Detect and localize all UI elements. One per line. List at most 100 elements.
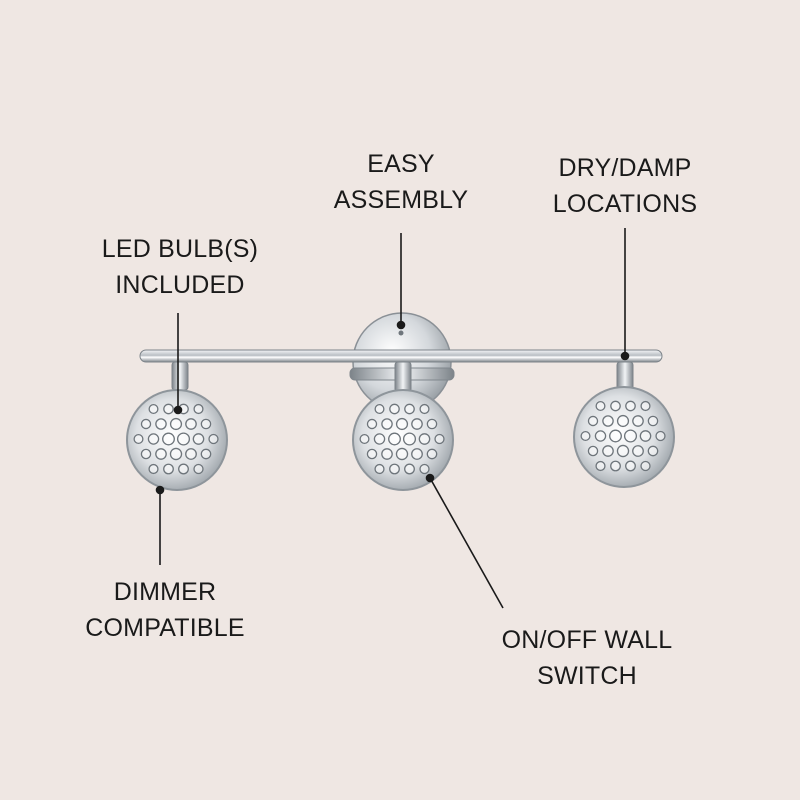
chrome-bar [139, 349, 663, 363]
crystal-ring [602, 445, 614, 457]
crystal-ring [610, 400, 621, 412]
crystal-ring [147, 433, 160, 445]
crystal-ring [155, 418, 167, 430]
crystal-ring [616, 444, 630, 458]
dot-on-off [425, 473, 435, 483]
callout-easy-assembly: EASY ASSEMBLY [334, 146, 469, 218]
crystal-ring [623, 429, 638, 443]
dot-led-bulbs [173, 405, 183, 415]
dot-easy-assembly [396, 320, 406, 330]
crystal-globe-right [573, 386, 675, 488]
crystal-ring [133, 433, 144, 445]
crystal-ring [192, 433, 205, 445]
crystal-ring [140, 448, 152, 460]
neck-right [616, 361, 634, 391]
crystal-ring [155, 448, 167, 460]
crystal-ring [366, 448, 378, 460]
crystal-ring [169, 447, 183, 461]
crystal-ring [185, 418, 197, 430]
crystal-ring [359, 433, 370, 445]
crystal-ring [587, 415, 599, 427]
crystal-ring [163, 403, 174, 415]
neck-center [394, 361, 412, 393]
crystal-ring [395, 447, 409, 461]
crystal-ring [587, 445, 599, 457]
crystal-ring [632, 445, 644, 457]
crystal-ring [580, 430, 591, 442]
crystal-ring [595, 400, 606, 412]
callout-dry-damp: DRY/DAMP LOCATIONS [553, 150, 697, 222]
crystal-ring [434, 433, 445, 445]
backplate-screw [398, 330, 404, 336]
neck-left [171, 361, 189, 391]
crystal-ring [178, 463, 189, 475]
callout-on-off-line2: SWITCH [537, 662, 637, 690]
crystal-ring [616, 414, 630, 428]
callout-led-bulbs-line1: LED BULB(S) [101, 235, 259, 263]
crystal-ring [639, 430, 652, 442]
crystal-ring [404, 403, 415, 415]
crystal-ring [610, 460, 621, 472]
crystal-globe-center [352, 389, 454, 491]
crystal-ring [647, 415, 659, 427]
crystal-ring [140, 418, 152, 430]
crystal-ring [640, 400, 651, 412]
crystal-ring [148, 463, 159, 475]
crystal-globe-left [126, 389, 228, 491]
crystal-ring [426, 418, 438, 430]
crystal-ring [162, 432, 175, 446]
crystal-ring [381, 448, 393, 460]
crystal-ring [374, 463, 385, 475]
crystal-ring [402, 432, 417, 446]
crystal-ring [176, 432, 191, 446]
callout-dry-damp-line1: DRY/DAMP [558, 154, 692, 182]
crystal-ring [411, 448, 423, 460]
crystal-ring [595, 460, 606, 472]
crystal-ring [395, 417, 409, 431]
crystal-ring [426, 448, 438, 460]
crystal-ring [632, 415, 644, 427]
callout-dimmer: DIMMER COMPATIBLE [85, 574, 244, 646]
crystal-ring [404, 463, 415, 475]
crystal-ring [193, 463, 204, 475]
crystal-ring [389, 463, 400, 475]
crystal-ring [185, 448, 197, 460]
crystal-ring [169, 417, 183, 431]
crystal-ring [193, 403, 204, 415]
crystal-ring [411, 418, 423, 430]
leader-on-off [429, 477, 504, 609]
crystal-ring [374, 403, 385, 415]
crystal-ring [163, 463, 174, 475]
crystal-ring [200, 418, 212, 430]
crystal-ring [418, 433, 431, 445]
dot-dimmer [155, 485, 165, 495]
crystal-ring [389, 403, 400, 415]
crystal-ring [625, 460, 636, 472]
crystal-ring [373, 433, 386, 445]
crystal-ring [208, 433, 219, 445]
crystal-ring [419, 463, 430, 475]
callout-dimmer-line2: COMPATIBLE [85, 614, 245, 642]
callout-easy-assembly-line1: EASY [367, 150, 435, 178]
callout-on-off-line1: ON/OFF WALL [501, 626, 673, 654]
crystal-ring [625, 400, 636, 412]
crystal-ring [602, 415, 614, 427]
crystal-ring [640, 460, 651, 472]
crystal-ring [594, 430, 607, 442]
crystal-ring [388, 432, 401, 446]
crystal-ring [366, 418, 378, 430]
callout-dimmer-line1: DIMMER [113, 578, 217, 606]
callout-easy-assembly-line2: ASSEMBLY [333, 186, 469, 214]
crystal-ring [200, 448, 212, 460]
crystal-ring [381, 418, 393, 430]
callout-led-bulbs: LED BULB(S) INCLUDED [102, 231, 258, 303]
callout-on-off: ON/OFF WALL SWITCH [502, 622, 673, 694]
dot-dry-damp [620, 351, 630, 361]
crystal-ring [655, 430, 666, 442]
callout-dry-damp-line2: LOCATIONS [552, 190, 698, 218]
crystal-ring [419, 403, 430, 415]
crystal-ring [148, 403, 159, 415]
callout-led-bulbs-line2: INCLUDED [115, 271, 245, 299]
